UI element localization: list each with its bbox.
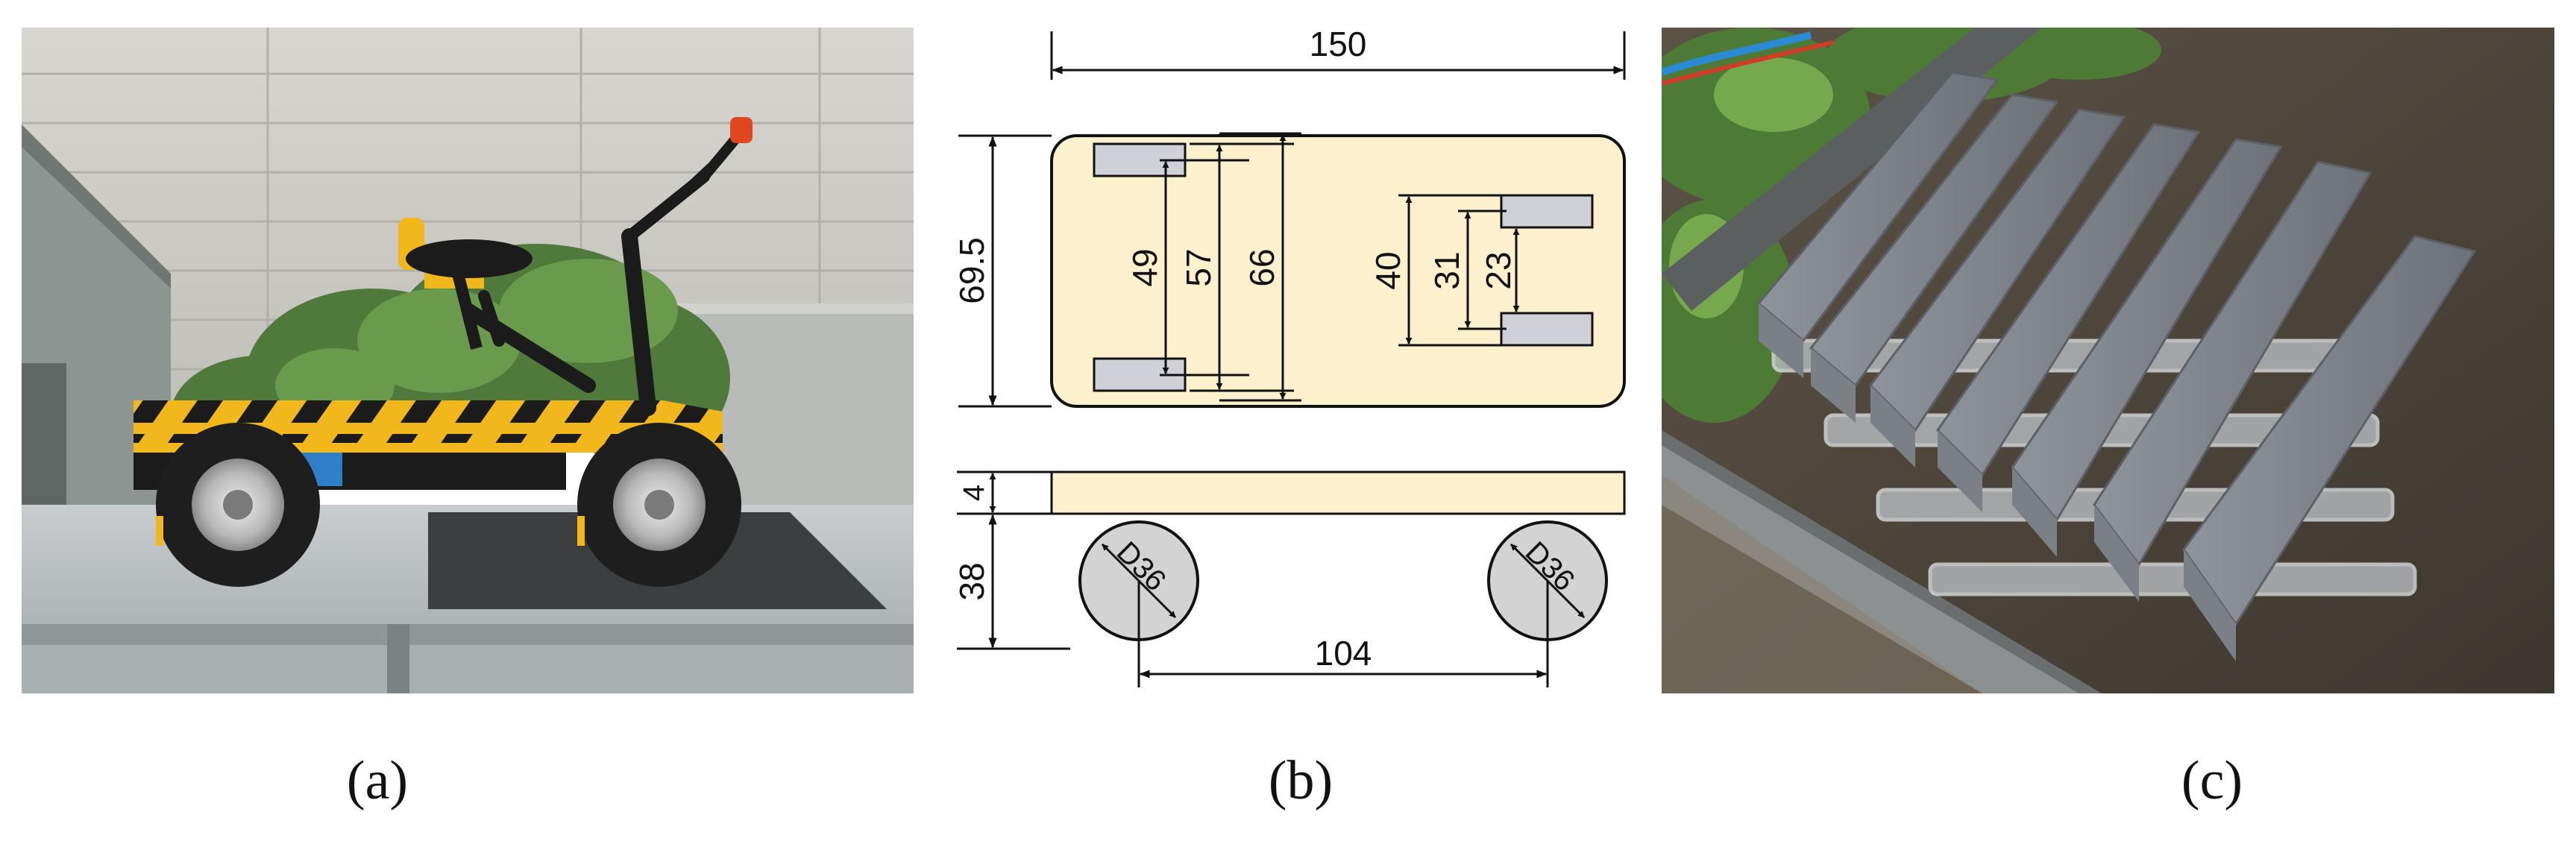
dim-wheelbase bbox=[1137, 581, 1549, 687]
caption-c: (c) bbox=[2181, 750, 2243, 811]
label-plate-width: 69.5 bbox=[952, 237, 991, 304]
dimension-diagram: 150 69.5 49 57 66 bbox=[951, 28, 1650, 693]
photo-electric-cart bbox=[22, 28, 914, 693]
label-inner-left-3: 66 bbox=[1243, 248, 1281, 286]
label-inner-right-1: 40 bbox=[1369, 251, 1407, 289]
dim-plate-width: 69.5 bbox=[952, 134, 1052, 408]
dim-left-group bbox=[1160, 132, 1301, 402]
block-stack bbox=[1756, 71, 2477, 661]
label-wheelbase: 104 bbox=[1315, 634, 1372, 673]
label-plate-thickness: 4 bbox=[958, 485, 990, 501]
label-overall-length: 150 bbox=[1310, 28, 1367, 63]
plate-top-view bbox=[1050, 134, 1626, 408]
label-inner-right-3: 23 bbox=[1479, 251, 1518, 289]
photo-stacked-blocks bbox=[1662, 28, 2554, 693]
pad-right-top bbox=[1500, 194, 1594, 229]
dim-vertical-side bbox=[957, 470, 1070, 650]
label-inner-left-2: 57 bbox=[1179, 248, 1218, 286]
caption-b: (b) bbox=[1268, 750, 1333, 811]
dim-right-group bbox=[1398, 194, 1520, 347]
caption-a: (a) bbox=[346, 750, 409, 811]
plate-side-view bbox=[1050, 470, 1626, 515]
dim-overall-length: 150 bbox=[1050, 28, 1626, 80]
label-inner-right-2: 31 bbox=[1427, 251, 1466, 289]
label-wheel-height: 38 bbox=[952, 562, 991, 600]
pad-right-bottom bbox=[1500, 312, 1594, 347]
label-inner-left-1: 49 bbox=[1125, 248, 1164, 286]
